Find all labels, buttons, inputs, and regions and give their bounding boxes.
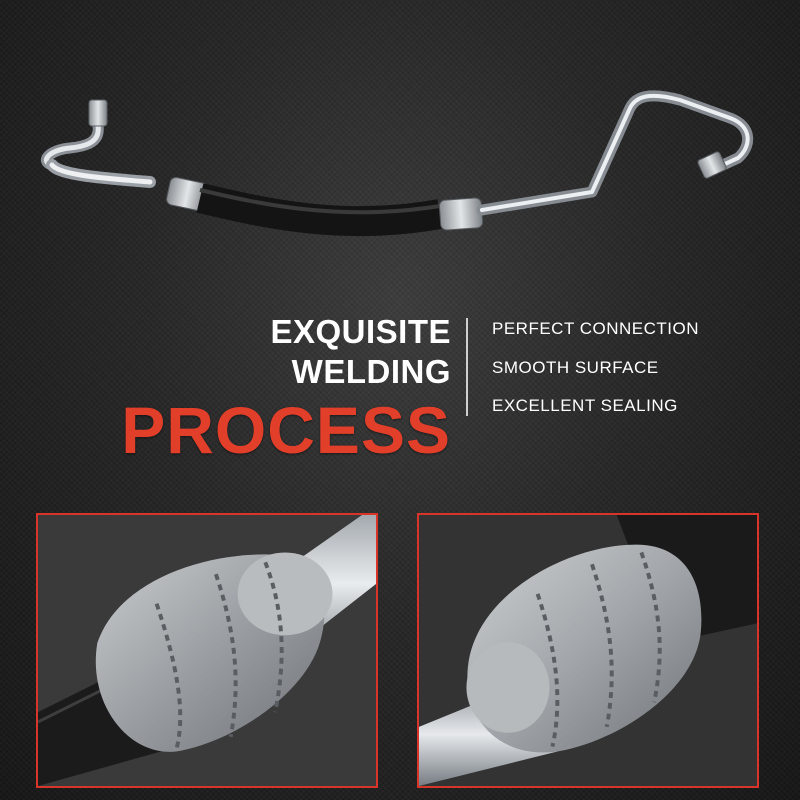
right-ferrule [438,197,484,231]
feature-list: PERFECT CONNECTION SMOOTH SURFACE EXCELL… [492,316,699,432]
right-pipe [476,90,753,216]
headline-line2: PROCESS [121,393,451,467]
headline-line1: EXQUISITE WELDING [270,313,451,390]
right-fitting [697,151,727,179]
feature-item: PERFECT CONNECTION [492,319,700,338]
left-fitting [88,99,108,127]
feature-item: SMOOTH SURFACE [492,357,659,377]
feature-item: EXCELLENT SEALING [492,396,678,415]
rubber-hose [196,183,443,237]
vertical-divider [466,318,468,416]
detail-image-right [417,513,759,788]
detail-image-left [36,513,378,788]
headline: EXQUISITE WELDING PROCESS [106,312,451,468]
hose-assembly-image [41,90,753,237]
